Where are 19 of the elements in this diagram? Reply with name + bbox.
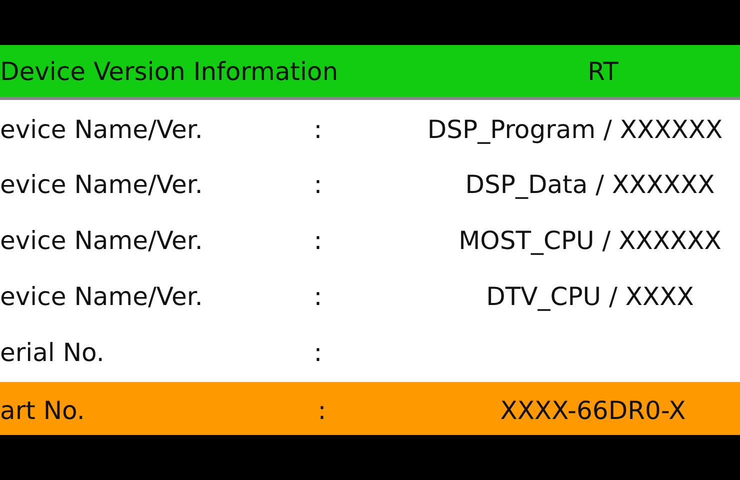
field-label: evice Name/Ver. <box>0 282 203 312</box>
separator-colon: : <box>314 338 322 368</box>
separator-colon: : <box>314 226 322 256</box>
field-label: erial No. <box>0 338 104 368</box>
separator-colon: : <box>314 170 322 200</box>
field-value: DTV_CPU / XXXX <box>486 282 694 312</box>
field-label: evice Name/Ver. <box>0 226 203 256</box>
field-label: evice Name/Ver. <box>0 115 203 145</box>
field-label: evice Name/Ver. <box>0 170 203 200</box>
column-header: RT <box>588 57 618 87</box>
separator-colon: : <box>318 396 326 426</box>
separator-colon: : <box>314 115 322 145</box>
separator-colon: : <box>314 282 322 312</box>
header-title: Device Version Information <box>0 57 338 87</box>
field-value: DSP_Data / XXXXXX <box>465 170 715 200</box>
field-value: DSP_Program / XXXXXX <box>427 115 723 145</box>
field-value: XXXX-66DR0-X <box>500 396 686 426</box>
field-value: MOST_CPU / XXXXXX <box>458 226 722 256</box>
field-label: art No. <box>0 396 85 426</box>
